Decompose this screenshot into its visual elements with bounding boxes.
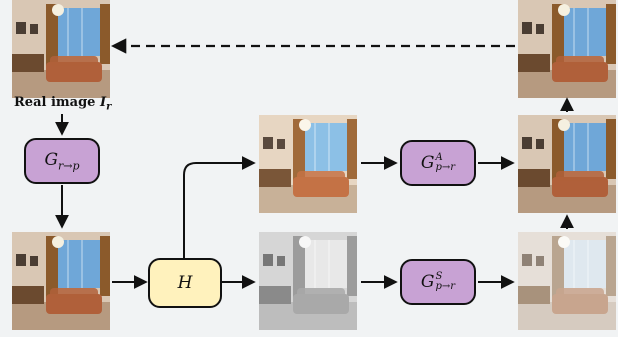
ga-sub: p→r	[435, 162, 456, 174]
grp-sub: r→p	[58, 159, 80, 173]
pseudo-image-thumbnail	[12, 232, 110, 330]
reconstruction-top-thumbnail	[518, 0, 616, 98]
gs-sub: p→r	[435, 281, 456, 293]
ga-sup: A	[435, 152, 443, 164]
grp-base: G	[44, 149, 59, 170]
generator-r-to-p-box: Gr→p	[24, 138, 100, 184]
real-image-caption-text: Real image	[14, 95, 96, 110]
ga-base: G	[420, 152, 435, 173]
real-image-caption-sub: r	[106, 101, 112, 113]
reconstruction-shading-thumbnail	[518, 232, 616, 330]
h-label: H	[177, 273, 193, 293]
gs-sup: S	[435, 271, 443, 283]
shading-thumbnail	[259, 232, 357, 330]
real-image-thumbnail	[12, 0, 110, 98]
reconstruction-albedo-thumbnail	[518, 115, 616, 213]
real-image-caption: Real image Ir	[14, 95, 111, 113]
arrow-h-to-albedo	[183, 156, 256, 258]
gs-base: G	[420, 271, 435, 292]
h-decomposition-box: H	[148, 258, 222, 308]
real-image-caption-symbol: I	[99, 95, 107, 110]
albedo-thumbnail	[259, 115, 357, 213]
